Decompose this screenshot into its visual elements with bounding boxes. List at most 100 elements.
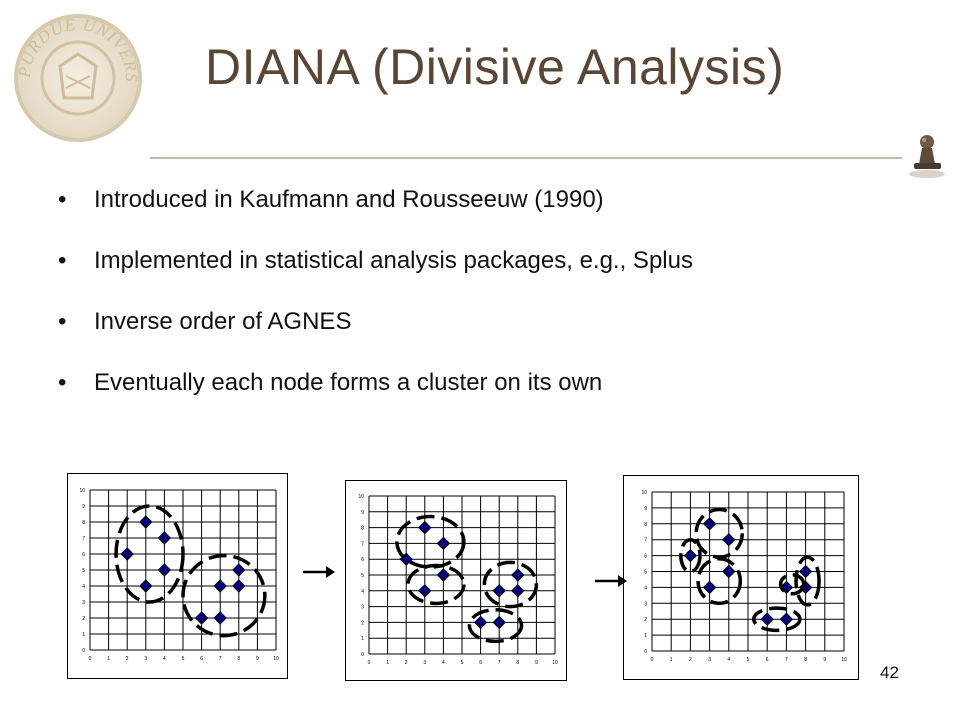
y-tick-label: 5 — [361, 573, 364, 579]
y-tick-label: 3 — [82, 600, 85, 606]
x-tick-label: 8 — [237, 656, 240, 662]
data-point-diamond — [139, 515, 153, 529]
y-tick-label: 3 — [361, 605, 364, 611]
y-tick-label: 0 — [361, 652, 364, 658]
data-point-diamond — [232, 579, 246, 593]
chart-frame — [345, 480, 567, 681]
slide-title: DIANA (Divisive Analysis) — [205, 39, 785, 95]
y-tick-label: 4 — [361, 589, 364, 595]
data-point-diamond — [157, 563, 172, 577]
x-tick-label: 0 — [89, 656, 92, 662]
slide-number: 42 — [880, 663, 899, 682]
data-point-diamond — [232, 563, 246, 577]
cluster-outline — [679, 537, 702, 574]
y-tick-label: 0 — [644, 649, 647, 655]
cluster-outline — [696, 557, 743, 606]
x-tick-label: 2 — [689, 657, 692, 663]
data-point-diamond — [702, 580, 717, 595]
x-tick-label: 2 — [405, 660, 408, 666]
data-point-diamond — [213, 611, 227, 625]
x-tick-label: 1 — [107, 656, 110, 662]
x-tick-label: 7 — [498, 660, 501, 666]
y-tick-label: 3 — [644, 601, 647, 607]
x-tick-label: 1 — [386, 660, 389, 666]
data-point-diamond — [418, 520, 432, 535]
cluster-outline — [794, 555, 821, 607]
data-point-diamond — [683, 548, 698, 563]
bullet-item: Introduced in Kaufmann and Rousseeuw (19… — [58, 186, 918, 247]
x-tick-label: 4 — [442, 660, 445, 666]
y-tick-label: 4 — [82, 584, 85, 590]
x-tick-label: 9 — [535, 660, 538, 666]
data-point-diamond — [492, 615, 506, 630]
bullet-item: Eventually each node forms a cluster on … — [58, 369, 918, 430]
university-seal-icon: PURDUE UNIVERSITY — [3, 0, 148, 146]
x-tick-label: 9 — [823, 657, 826, 663]
x-tick-label: 3 — [708, 657, 711, 663]
cluster-outline — [114, 504, 185, 604]
y-tick-label: 1 — [644, 633, 647, 639]
data-point-diamond — [157, 531, 172, 545]
cluster-outline — [181, 553, 267, 638]
right-arrow-icon — [594, 572, 628, 593]
x-tick-label: 6 — [479, 660, 482, 666]
y-tick-label: 6 — [644, 554, 647, 560]
x-tick-label: 3 — [423, 660, 426, 666]
data-point-diamond — [436, 536, 451, 551]
x-tick-label: 10 — [552, 660, 558, 666]
bullet-item: Implemented in statistical analysis pack… — [58, 247, 918, 308]
x-tick-label: 2 — [126, 656, 129, 662]
x-tick-label: 8 — [804, 657, 807, 663]
x-tick-label: 6 — [200, 656, 203, 662]
x-tick-label: 5 — [461, 660, 464, 666]
chess-pawn-logo-icon — [900, 130, 948, 180]
y-tick-label: 9 — [644, 506, 647, 512]
data-point-diamond — [492, 584, 506, 598]
y-tick-label: 10 — [79, 488, 85, 494]
y-tick-label: 2 — [82, 616, 85, 622]
data-point-diamond — [722, 532, 736, 547]
data-point-diamond — [511, 568, 525, 582]
x-tick-label: 8 — [516, 660, 519, 666]
y-tick-label: 1 — [361, 636, 364, 642]
bullet-list: Introduced in Kaufmann and Rousseeuw (19… — [58, 186, 918, 430]
cluster-outline — [395, 514, 466, 569]
y-tick-label: 1 — [82, 632, 85, 638]
x-tick-label: 4 — [163, 656, 166, 662]
x-tick-label: 4 — [727, 657, 730, 663]
data-point-diamond — [779, 612, 794, 626]
x-tick-label: 10 — [273, 656, 279, 662]
y-tick-label: 10 — [358, 494, 364, 500]
data-point-diamond — [722, 564, 736, 579]
cluster-outline — [752, 606, 802, 633]
data-point-diamond — [760, 612, 774, 626]
y-tick-label: 6 — [361, 557, 364, 563]
y-tick-label: 6 — [82, 552, 85, 558]
y-tick-label: 9 — [82, 504, 85, 510]
y-tick-label: 2 — [644, 617, 647, 623]
x-tick-label: 9 — [256, 656, 259, 662]
y-tick-label: 5 — [82, 568, 85, 574]
data-point-diamond — [798, 564, 813, 579]
x-tick-label: 5 — [182, 656, 185, 662]
y-tick-label: 0 — [82, 648, 85, 654]
x-tick-label: 0 — [368, 660, 371, 666]
x-tick-label: 6 — [766, 657, 769, 663]
data-point-diamond — [511, 584, 525, 598]
bullet-item: Inverse order of AGNES — [58, 308, 918, 369]
data-point-diamond — [702, 517, 717, 531]
x-tick-label: 7 — [785, 657, 788, 663]
x-tick-label: 1 — [670, 657, 673, 663]
x-tick-label: 5 — [747, 657, 750, 663]
y-tick-label: 7 — [361, 541, 364, 547]
cluster-outline — [482, 560, 539, 609]
title-divider — [150, 157, 902, 159]
y-tick-label: 8 — [644, 522, 647, 528]
data-point-diamond — [418, 584, 432, 598]
y-tick-label: 7 — [644, 538, 647, 544]
